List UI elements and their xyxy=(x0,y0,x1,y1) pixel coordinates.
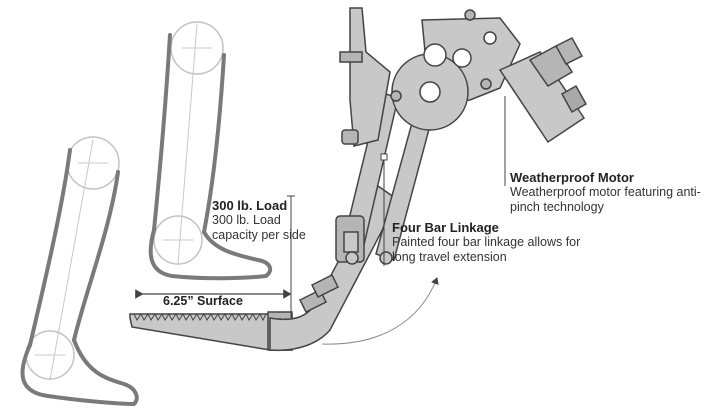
load-callout-description: 300 lb. Load capacity per side xyxy=(212,213,306,242)
motor-callout-title: Weatherproof Motor xyxy=(510,170,634,185)
four-bar-linkage xyxy=(335,91,433,265)
lowered-leg-illustration xyxy=(20,136,139,406)
stepping-leg-illustration xyxy=(148,21,273,281)
load-callout: 300 lb. Load 300 lb. Load capacity per s… xyxy=(212,198,322,243)
motor-callout: Weatherproof Motor Weatherproof motor fe… xyxy=(510,170,710,215)
surface-dimension-label: 6.25” Surface xyxy=(163,294,243,308)
deploy-motion-arrow xyxy=(321,277,439,345)
linkage-callout: Four Bar Linkage Painted four bar linkag… xyxy=(392,220,602,265)
linkage-callout-title: Four Bar Linkage xyxy=(392,220,499,235)
weatherproof-motor xyxy=(498,37,588,144)
mounting-bracket xyxy=(339,7,391,147)
motor-callout-description: Weatherproof motor featuring anti-pinch … xyxy=(510,185,701,214)
linkage-callout-description: Painted four bar linkage allows for long… xyxy=(392,235,581,264)
load-callout-title: 300 lb. Load xyxy=(212,198,288,213)
gear-housing xyxy=(390,9,521,131)
step-surface xyxy=(129,311,293,351)
